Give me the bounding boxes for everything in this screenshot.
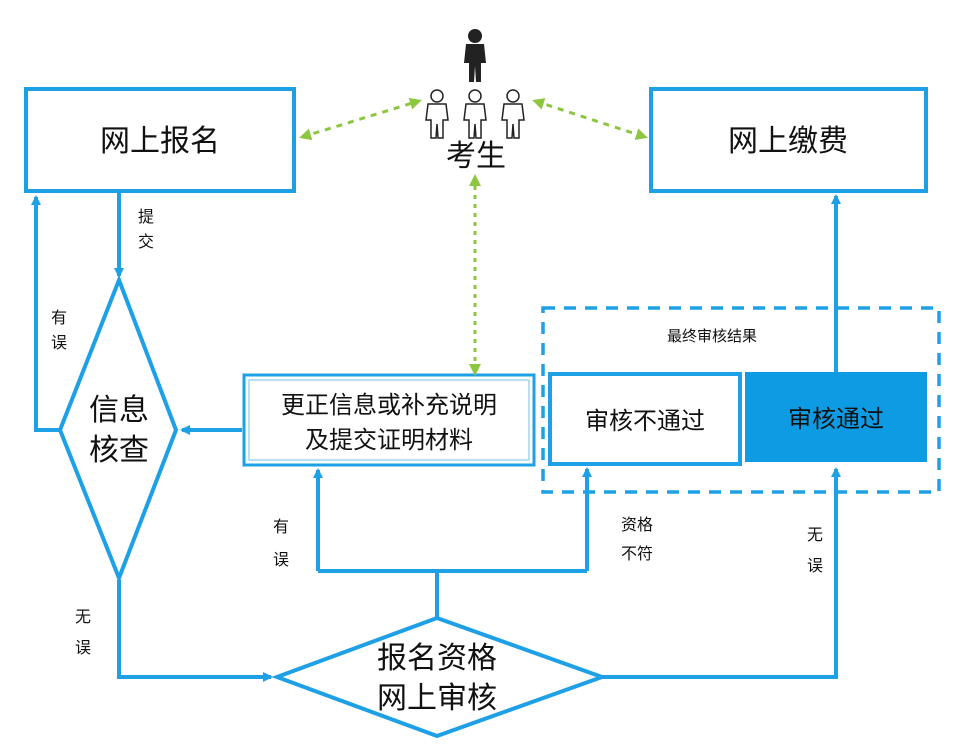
online-registration-box	[24, 87, 296, 193]
review-passed-box	[745, 372, 927, 462]
info-check-label-line1: 信息	[89, 393, 149, 428]
edge-label-no-error-left-2: 误	[75, 638, 91, 657]
review-failed-label: 审核不通过	[585, 407, 705, 435]
final-result-title: 最终审核结果	[667, 327, 757, 345]
info-check-diamond	[57, 274, 179, 584]
arrow-no-error-left	[117, 580, 273, 682]
online-registration-label: 网上报名	[100, 124, 220, 159]
arrow-error-left	[31, 195, 62, 432]
correct-info-line1: 更正信息或补充说明	[281, 391, 497, 419]
edge-label-error-left-1: 有	[51, 308, 67, 327]
dotted-link-registration	[299, 97, 422, 141]
edge-label-error-bottom-2: 误	[273, 550, 289, 569]
dotted-link-payment	[532, 98, 648, 140]
edge-label-submit-1: 提	[138, 207, 154, 226]
edge-label-not-qualified-2: 不符	[621, 544, 653, 563]
correct-info-box	[242, 373, 536, 467]
review-passed-label: 审核通过	[788, 405, 884, 433]
info-check-label-line2: 核查	[89, 433, 149, 468]
online-payment-box	[649, 87, 928, 193]
qualification-review-line1: 报名资格	[377, 641, 497, 676]
arrow-no-error-right	[602, 467, 841, 679]
candidates-label: 考生	[446, 139, 506, 174]
correct-info-line2: 及提交证明材料	[305, 426, 473, 454]
edge-label-no-error-right-1: 无	[807, 525, 823, 544]
online-payment-label: 网上缴费	[728, 124, 848, 159]
edge-label-no-error-left-1: 无	[75, 607, 91, 626]
qualification-review-line2: 网上审核	[377, 681, 497, 716]
review-failed-box	[548, 372, 742, 466]
edge-label-error-left-2: 误	[51, 333, 67, 352]
edge-label-error-bottom-1: 有	[273, 517, 289, 536]
edge-label-not-qualified-1: 资格	[621, 515, 653, 534]
qualification-review-diamond	[271, 615, 608, 739]
final-result-container	[541, 306, 941, 494]
edge-label-no-error-right-2: 误	[807, 556, 823, 575]
edge-label-submit-2: 交	[138, 232, 154, 251]
candidates-icon	[425, 29, 525, 139]
